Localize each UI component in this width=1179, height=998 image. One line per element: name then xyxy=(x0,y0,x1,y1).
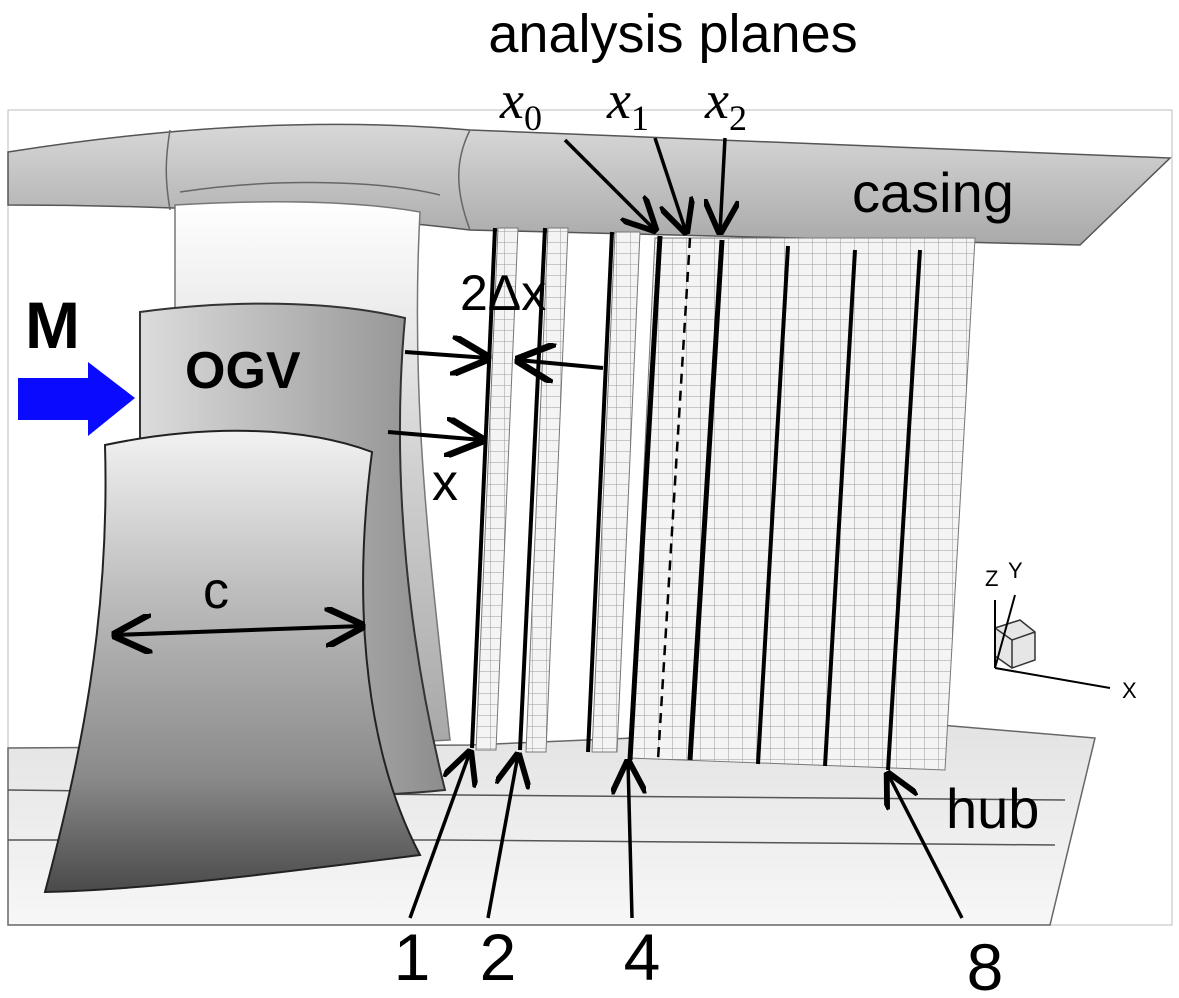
chord-label: c xyxy=(203,562,229,620)
chord-arrow xyxy=(115,626,362,635)
label-x0: x0 xyxy=(499,70,542,138)
flow-direction-arrow xyxy=(18,362,135,436)
label-x2: x2 xyxy=(704,70,747,138)
label-x1: x1 xyxy=(606,70,649,138)
frame-border xyxy=(7,109,1173,926)
casing-surface xyxy=(7,123,1172,246)
ogv-label: OGV xyxy=(185,342,301,400)
plane-number-pointers xyxy=(408,752,964,919)
plane-number-4: 4 xyxy=(624,920,661,994)
two-delta-x-arrows xyxy=(404,352,604,368)
axes-triad: Z Y X xyxy=(985,558,1137,703)
axis-z-label: Z xyxy=(985,566,998,591)
x-distance-label: x xyxy=(432,454,458,512)
casing-panel-lines xyxy=(165,129,471,231)
ogv-blade-front xyxy=(43,429,422,894)
x-label-pointers xyxy=(563,137,725,232)
mach-label: M xyxy=(25,288,80,362)
x-distance-arrow xyxy=(387,432,482,440)
diagram-title: analysis planes xyxy=(488,4,857,64)
casing-label: casing xyxy=(852,161,1014,224)
axis-x-label: X xyxy=(1122,678,1137,703)
analysis-plane-strips xyxy=(475,227,976,771)
hub-label: hub xyxy=(946,777,1039,840)
two-delta-x-label: 2Δx xyxy=(460,265,546,321)
plane-number-2: 2 xyxy=(480,920,517,994)
plane-number-8: 8 xyxy=(967,930,1004,998)
plane-number-1: 1 xyxy=(394,920,431,994)
analysis-plane-lines xyxy=(470,227,922,771)
axis-y-label: Y xyxy=(1008,558,1023,583)
